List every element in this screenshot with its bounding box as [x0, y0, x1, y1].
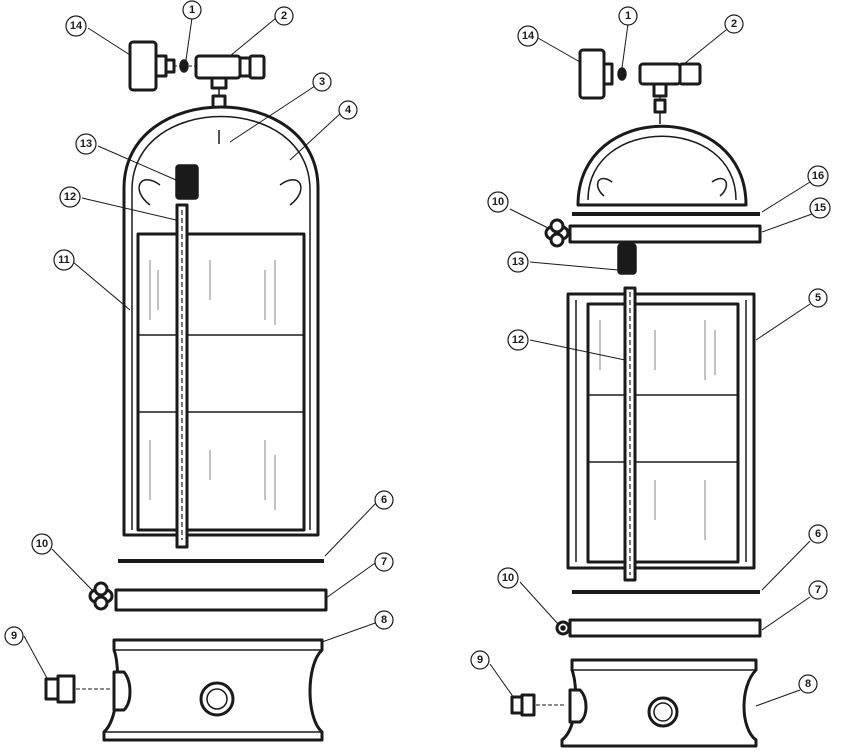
right-assembly: 14 1 2 16 10 15 13 12 5 6 10 7 8 9 — [470, 6, 831, 748]
left-bulkhead-fitting — [44, 674, 110, 704]
left-callout-3: 3 — [312, 72, 332, 92]
right-callouts: 14 1 2 16 10 15 13 12 5 6 10 7 8 9 — [470, 6, 831, 707]
right-cartridge-collar — [617, 243, 637, 275]
svg-text:10: 10 — [492, 196, 504, 208]
svg-text:7: 7 — [381, 556, 387, 568]
right-callout-8: 8 — [798, 674, 818, 694]
svg-text:7: 7 — [815, 584, 821, 596]
left-filter-cartridge — [136, 203, 306, 549]
right-callout-16: 16 — [807, 165, 829, 187]
left-callout-7: 7 — [374, 552, 394, 572]
left-callout-10: 10 — [31, 533, 53, 555]
right-callout-9: 9 — [470, 650, 490, 670]
left-callout-4: 4 — [338, 100, 358, 120]
svg-text:5: 5 — [815, 292, 821, 304]
right-callout-7: 7 — [808, 580, 828, 600]
left-callout-6: 6 — [374, 490, 394, 510]
svg-text:14: 14 — [522, 30, 535, 42]
right-drain-plug-top — [544, 218, 570, 248]
right-callout-12: 12 — [507, 329, 529, 351]
right-bulkhead-fitting — [510, 693, 566, 717]
left-callout-12: 12 — [59, 186, 81, 208]
right-upper-clamp-band — [568, 224, 762, 244]
left-callout-14: 14 — [65, 15, 87, 37]
svg-text:8: 8 — [381, 614, 387, 626]
left-callout-8: 8 — [374, 610, 394, 630]
right-tank-base — [560, 658, 758, 748]
svg-text:14: 14 — [70, 20, 83, 32]
right-lower-clamp-band — [568, 618, 762, 638]
svg-text:10: 10 — [502, 572, 514, 584]
left-gauge-oring — [174, 59, 196, 73]
right-callout-10-top: 10 — [487, 191, 509, 213]
svg-text:12: 12 — [64, 191, 76, 203]
svg-text:15: 15 — [814, 202, 826, 214]
left-cartridge-collar — [175, 164, 199, 200]
svg-text:9: 9 — [477, 654, 483, 666]
svg-text:6: 6 — [815, 528, 821, 540]
svg-text:9: 9 — [11, 630, 17, 642]
right-pressure-gauge — [578, 48, 614, 100]
left-callout-11: 11 — [53, 249, 75, 271]
svg-text:11: 11 — [58, 254, 70, 266]
right-callout-14: 14 — [517, 25, 539, 47]
left-pressure-gauge — [128, 40, 176, 92]
left-tank-base — [102, 638, 324, 742]
right-tank-lid — [576, 112, 748, 207]
right-callout-2: 2 — [724, 14, 744, 34]
right-drain-plug-bottom — [555, 620, 571, 636]
left-drain-plug — [88, 581, 114, 611]
left-callout-13: 13 — [75, 133, 97, 155]
right-callout-15: 15 — [809, 197, 831, 219]
right-callout-10-bottom: 10 — [497, 567, 519, 589]
right-callout-6: 6 — [808, 524, 828, 544]
right-air-relief-tee — [638, 62, 702, 114]
left-callout-9: 9 — [4, 626, 24, 646]
svg-text:13: 13 — [80, 138, 92, 150]
left-callout-2: 2 — [274, 6, 294, 26]
left-assembly: 14 1 2 3 4 13 12 11 6 10 7 8 9 — [4, 0, 394, 742]
left-air-relief-tee — [194, 54, 266, 124]
left-callouts: 14 1 2 3 4 13 12 11 6 10 7 8 9 — [4, 0, 394, 681]
right-callout-1: 1 — [618, 6, 638, 26]
svg-text:6: 6 — [381, 494, 387, 506]
svg-text:16: 16 — [812, 170, 824, 182]
svg-text:1: 1 — [189, 4, 195, 16]
svg-text:8: 8 — [805, 678, 811, 690]
svg-text:1: 1 — [625, 10, 631, 22]
right-callout-5: 5 — [808, 288, 828, 308]
svg-text:12: 12 — [512, 334, 524, 346]
left-clamp-band — [114, 588, 328, 612]
svg-text:10: 10 — [36, 538, 48, 550]
svg-text:2: 2 — [281, 10, 287, 22]
right-callout-13: 13 — [507, 251, 529, 273]
right-filter-cartridge — [586, 286, 740, 582]
svg-text:3: 3 — [319, 76, 325, 88]
left-tank-lid-detail — [138, 130, 302, 206]
svg-text:4: 4 — [345, 104, 352, 116]
right-gauge-oring — [617, 67, 627, 81]
svg-text:13: 13 — [512, 256, 524, 268]
svg-text:2: 2 — [731, 18, 737, 30]
left-callout-1: 1 — [182, 0, 202, 20]
